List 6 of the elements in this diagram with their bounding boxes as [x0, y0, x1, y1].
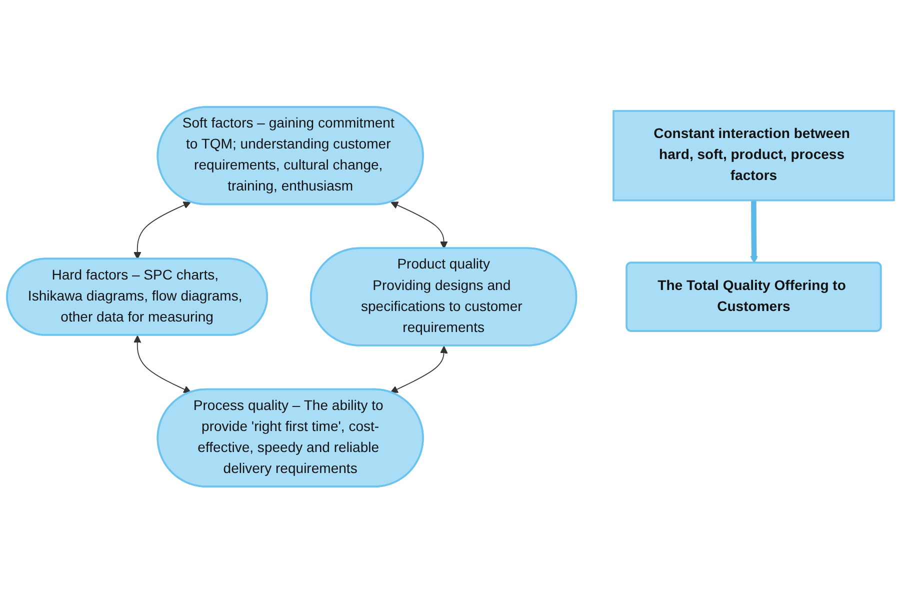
arrow: [750, 200, 758, 264]
node-box: Constant interaction between hard, soft, product, process factors: [612, 110, 895, 202]
arrow: [390, 202, 448, 250]
arrow: [134, 202, 191, 260]
arrow: [390, 346, 448, 394]
arrow: [134, 336, 192, 394]
